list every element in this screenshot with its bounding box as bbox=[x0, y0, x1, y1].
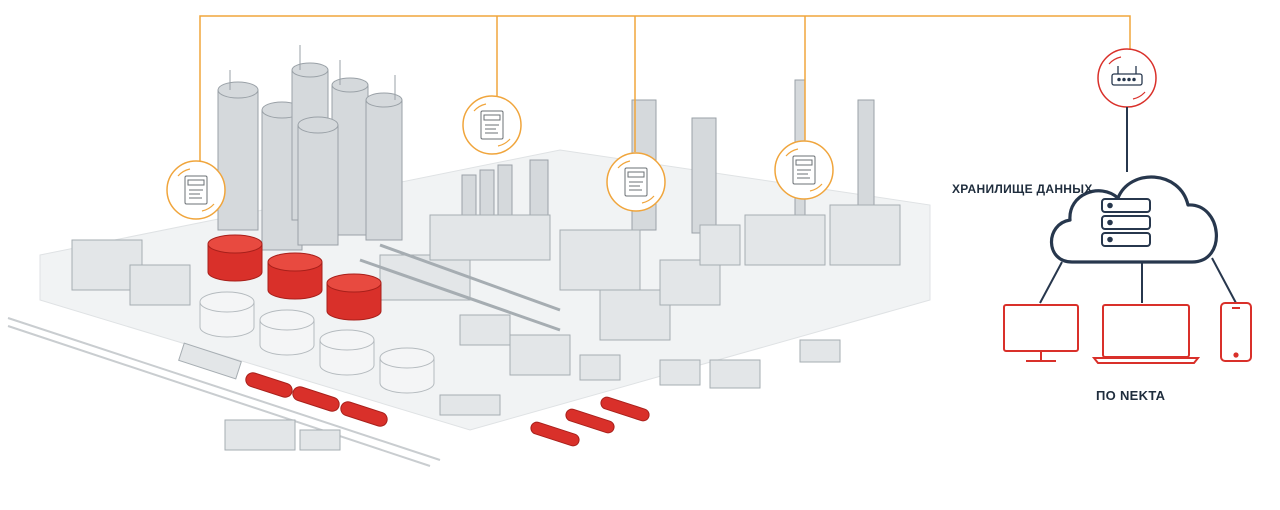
software-label: ПО NEKTA bbox=[1096, 388, 1166, 403]
data-storage-label: ХРАНИЛИЩЕ ДАННЫХ bbox=[952, 182, 1093, 196]
router-icon bbox=[1111, 66, 1143, 86]
cloud-device-links bbox=[1039, 257, 1237, 304]
cloud-icon bbox=[1049, 175, 1218, 264]
meter-node-4 bbox=[774, 140, 834, 200]
meter-icon bbox=[184, 175, 208, 205]
server-icon bbox=[1101, 198, 1151, 247]
tanker-trucks bbox=[530, 396, 650, 447]
smartphone-icon bbox=[1220, 302, 1252, 362]
meter-icon bbox=[480, 110, 504, 140]
meter-icon bbox=[624, 167, 648, 197]
data-storage-cloud bbox=[1049, 175, 1218, 264]
white-tanks bbox=[199, 291, 435, 394]
meter-node-1 bbox=[166, 160, 226, 220]
monitor-icon bbox=[1003, 304, 1079, 362]
industrial-plant-illustration bbox=[7, 45, 931, 467]
meter-icon bbox=[792, 155, 816, 185]
laptop-icon bbox=[1091, 304, 1201, 364]
meter-node-3 bbox=[606, 152, 666, 212]
distillation-columns bbox=[217, 45, 403, 251]
meter-node-2 bbox=[462, 95, 522, 155]
gateway-node bbox=[1097, 48, 1157, 108]
connection-lines bbox=[199, 15, 1131, 170]
rail-tank-cars bbox=[245, 372, 388, 427]
red-tanks bbox=[207, 234, 382, 321]
process-units bbox=[71, 204, 901, 451]
